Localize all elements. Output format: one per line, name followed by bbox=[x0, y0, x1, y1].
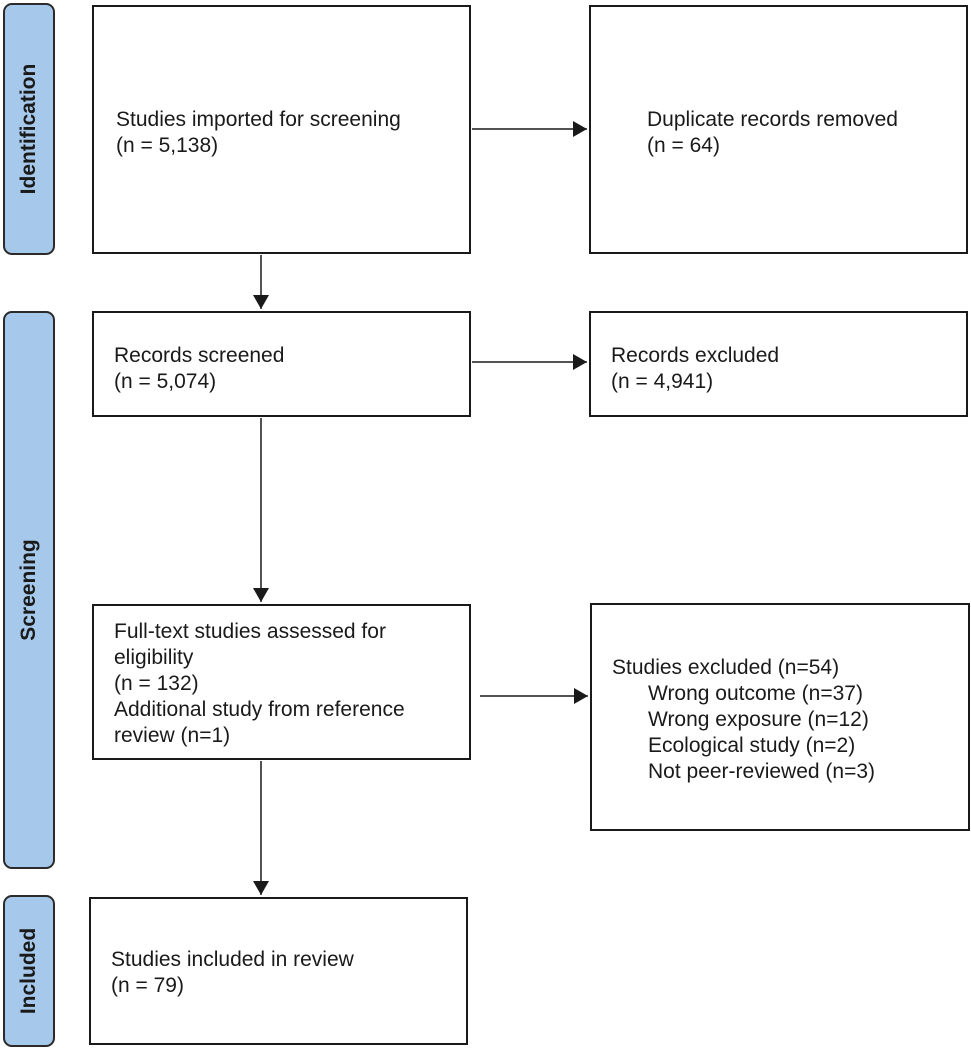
excluded-studies-title: Studies excluded (n=54) bbox=[612, 656, 840, 679]
exclusion-reason: Wrong exposure (n=12) bbox=[648, 708, 869, 731]
exclusion-reason: Not peer-reviewed (n=3) bbox=[648, 760, 876, 783]
exclusion-reason: Wrong outcome (n=37) bbox=[648, 682, 863, 705]
phase-identification: Identification bbox=[3, 3, 55, 255]
imported-title: Studies imported for screening bbox=[116, 108, 401, 131]
included-title: Studies included in review bbox=[111, 948, 354, 971]
fulltext-line-2: eligibility bbox=[114, 646, 194, 669]
phase-screening: Screening bbox=[3, 311, 55, 869]
duplicates-title: Duplicate records removed bbox=[647, 108, 898, 131]
excluded-records-box: Records excluded (n = 4,941) bbox=[589, 311, 968, 417]
screened-box: Records screened (n = 5,074) bbox=[92, 311, 471, 417]
imported-count: (n = 5,138) bbox=[116, 134, 219, 157]
duplicates-count: (n = 64) bbox=[647, 134, 720, 157]
fulltext-line-5: review (n=1) bbox=[114, 724, 231, 747]
exclusion-reason: Ecological study (n=2) bbox=[648, 734, 856, 757]
fulltext-box: Full-text studies assessed for eligibili… bbox=[92, 604, 471, 760]
excluded-studies-box: Studies excluded (n=54) Wrong outcome (n… bbox=[590, 603, 970, 831]
excluded-records-title: Records excluded bbox=[611, 344, 780, 367]
fulltext-count: (n = 132) bbox=[114, 672, 199, 695]
included-count: (n = 79) bbox=[111, 974, 184, 997]
fulltext-line-4: Additional study from reference bbox=[114, 698, 405, 721]
screened-title: Records screened bbox=[114, 344, 285, 367]
duplicates-box: Duplicate records removed (n = 64) bbox=[589, 5, 968, 254]
phase-included: Included bbox=[3, 895, 55, 1047]
fulltext-line-1: Full-text studies assessed for bbox=[114, 620, 386, 643]
excluded-records-count: (n = 4,941) bbox=[611, 370, 714, 393]
imported-box: Studies imported for screening (n = 5,13… bbox=[92, 5, 471, 254]
screened-count: (n = 5,074) bbox=[114, 370, 217, 393]
included-box: Studies included in review (n = 79) bbox=[89, 897, 468, 1045]
